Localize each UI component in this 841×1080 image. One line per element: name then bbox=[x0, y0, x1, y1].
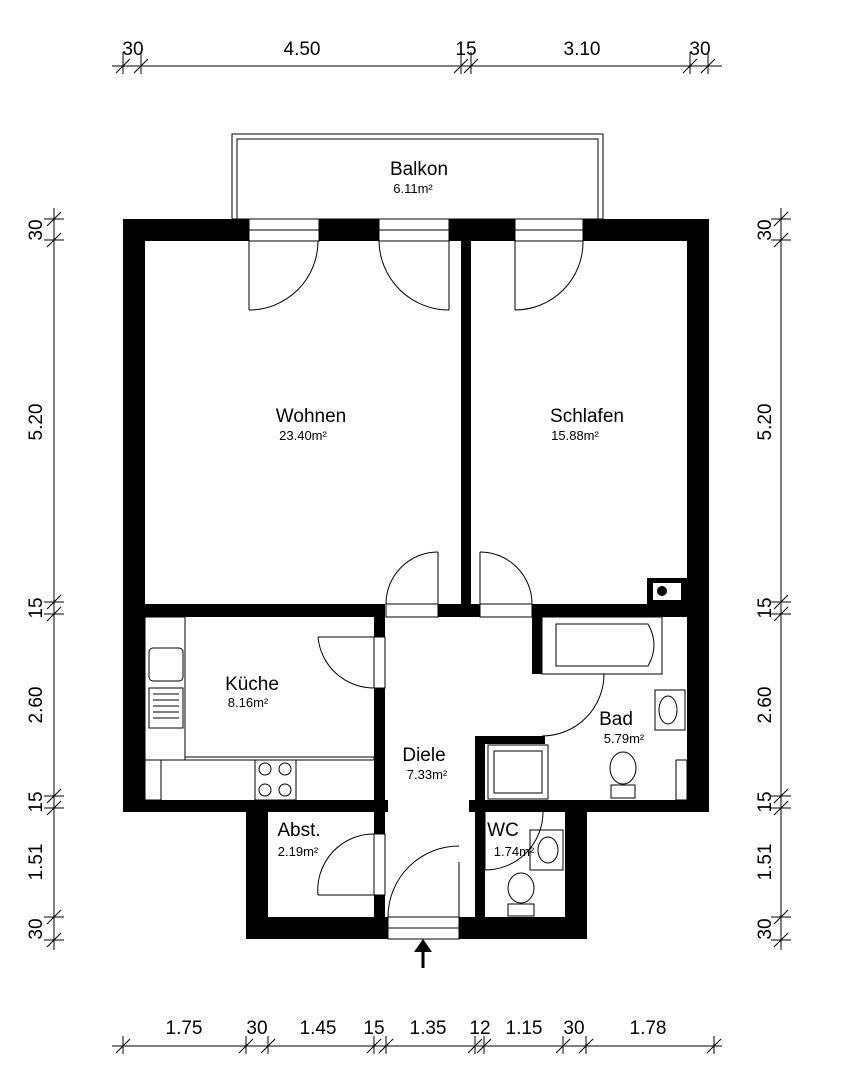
dim-bottom-1: 1.75 bbox=[166, 1018, 203, 1039]
dim-bottom-9: 1.78 bbox=[630, 1018, 667, 1039]
dim-top-2: 4.50 bbox=[284, 39, 321, 60]
room-labels: Balkon 6.11m² Wohnen 23.40m² Schlafen 15… bbox=[225, 159, 645, 859]
room-wc-area: 1.74m² bbox=[494, 844, 535, 859]
dim-bottom-5: 1.35 bbox=[410, 1018, 447, 1039]
dim-right-1: 30 bbox=[755, 219, 776, 240]
dim-left-5: 15 bbox=[26, 791, 47, 812]
dim-right-4: 2.60 bbox=[755, 687, 776, 724]
dim-top-4: 3.10 bbox=[564, 39, 601, 60]
dim-right-2: 5.20 bbox=[755, 404, 776, 441]
dimension-top: 30 4.50 15 3.10 30 bbox=[112, 39, 722, 74]
room-bad-area: 5.79m² bbox=[604, 731, 645, 746]
walls bbox=[123, 219, 709, 939]
room-diele-name: Diele bbox=[402, 745, 445, 766]
room-abst-name: Abst. bbox=[277, 820, 320, 841]
dim-right-5: 15 bbox=[755, 791, 776, 812]
room-wc-name: WC bbox=[487, 820, 519, 841]
room-kueche-area: 8.16m² bbox=[228, 695, 269, 710]
dim-bottom-6: 12 bbox=[469, 1018, 490, 1039]
dim-left-7: 30 bbox=[26, 918, 47, 939]
dim-left-1: 30 bbox=[26, 219, 47, 240]
dim-left-6: 1.51 bbox=[26, 844, 47, 881]
dim-left-3: 15 bbox=[26, 597, 47, 618]
dim-bottom-3: 1.45 bbox=[300, 1018, 337, 1039]
room-schlafen-name: Schlafen bbox=[550, 406, 624, 427]
room-schlafen-area: 15.88m² bbox=[551, 428, 599, 443]
dim-top-3: 15 bbox=[455, 39, 476, 60]
room-bad-name: Bad bbox=[599, 709, 633, 730]
dim-left-4: 2.60 bbox=[26, 687, 47, 724]
entrance-arrow-icon bbox=[414, 939, 432, 968]
dimension-left: 30 5.20 15 2.60 15 1.51 30 bbox=[26, 208, 64, 950]
dim-bottom-2: 30 bbox=[246, 1018, 267, 1039]
dimension-bottom: 1.75 30 1.45 15 1.35 12 1.15 30 1.78 bbox=[112, 1018, 722, 1054]
dim-left-2: 5.20 bbox=[26, 404, 47, 441]
dim-top-1: 30 bbox=[122, 39, 143, 60]
room-diele-area: 7.33m² bbox=[407, 767, 448, 782]
room-balkon-area: 6.11m² bbox=[393, 181, 433, 196]
dim-right-3: 15 bbox=[755, 597, 776, 618]
room-abst-area: 2.19m² bbox=[278, 844, 319, 859]
dim-right-7: 30 bbox=[755, 918, 776, 939]
fixtures bbox=[144, 616, 686, 917]
dim-right-6: 1.51 bbox=[755, 844, 776, 881]
doors bbox=[248, 240, 605, 940]
room-wohnen-name: Wohnen bbox=[276, 406, 346, 427]
dim-bottom-8: 30 bbox=[563, 1018, 584, 1039]
dim-top-5: 30 bbox=[689, 39, 710, 60]
room-kueche-name: Küche bbox=[225, 674, 279, 695]
dim-bottom-7: 1.15 bbox=[506, 1018, 543, 1039]
dim-bottom-4: 15 bbox=[363, 1018, 384, 1039]
windows bbox=[248, 218, 584, 242]
room-balkon-name: Balkon bbox=[390, 159, 448, 180]
room-wohnen-area: 23.40m² bbox=[279, 428, 327, 443]
dimension-right: 30 5.20 15 2.60 15 1.51 30 bbox=[755, 208, 791, 950]
